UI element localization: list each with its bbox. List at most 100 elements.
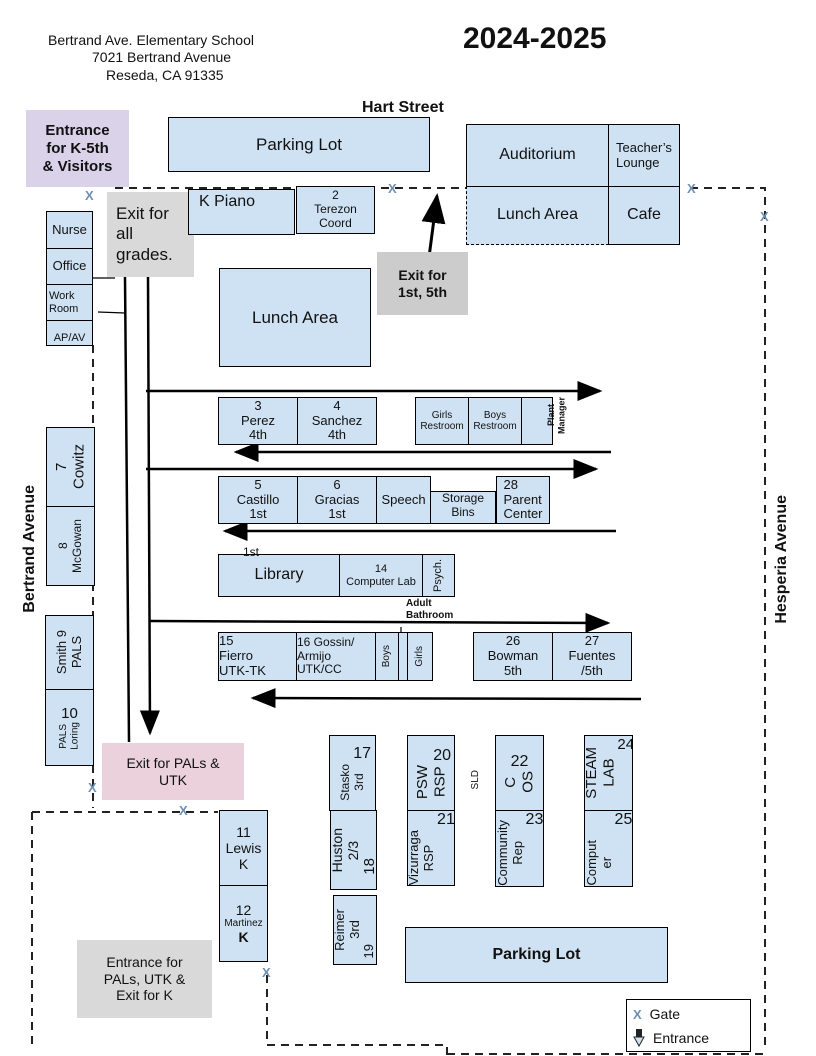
smith-label: Smith 9 PALS xyxy=(53,630,84,675)
path-arrow-south xyxy=(139,276,160,736)
room-19-reimer: Reimer 3rd 19 xyxy=(333,895,377,965)
girls-bathroom: Girls xyxy=(407,632,433,681)
psw-label: PSW RSP xyxy=(413,765,448,800)
boys-bathroom: Boys xyxy=(375,632,399,681)
speech: Speech xyxy=(376,476,431,524)
plant-manager-room xyxy=(521,397,553,445)
room-8-mcgowan: 8 McGowan xyxy=(46,506,95,586)
room-28-parent-center: 28 Parent Center xyxy=(496,476,550,524)
room-25-computer: Comput er 25 xyxy=(584,810,633,887)
room-16-gossin-armijo: 16 Gossin/ Armijo UTK/CC xyxy=(296,632,376,681)
room-23-community-rep: Community Rep 23 xyxy=(495,810,544,887)
cowitz-label: 7 Cowitz xyxy=(53,444,88,490)
room-2-terezon: 2 Terezon Coord xyxy=(296,186,375,234)
room-24-steam-lab: STEAM LAB 24 xyxy=(584,735,633,811)
computer-number: 25 xyxy=(614,811,633,828)
gate-icon: X xyxy=(760,209,769,224)
room-5-castillo: 5 Castillo 1st xyxy=(218,476,298,524)
cos-label: C OS xyxy=(502,771,537,794)
entrance-arrow-icon xyxy=(633,1029,645,1047)
room-26-bowman: 26 Bowman 5th xyxy=(473,632,553,681)
auditorium: Auditorium xyxy=(466,124,609,187)
psw-number: 20 xyxy=(433,746,451,764)
girls-label: Girls xyxy=(414,646,426,667)
teachers-lounge: Teacher’s Lounge xyxy=(608,124,680,187)
school-year: 2024-2025 xyxy=(463,22,607,55)
reimer-number: 19 xyxy=(361,943,377,958)
girls-restroom: Girls Restroom xyxy=(415,397,469,445)
stasko-number: 17 xyxy=(353,745,371,763)
room-14-computer-lab: 14 Computer Lab xyxy=(339,554,423,597)
legend-entrance-label: Entrance xyxy=(653,1030,710,1046)
gate-icon: X xyxy=(179,803,188,818)
entrance-k5-visitors: Entrance for K-5th & Visitors xyxy=(26,110,129,187)
gate-icon: X xyxy=(262,965,271,980)
room-17-stasko: 17 Stasko 3rd xyxy=(329,735,376,811)
exit-pals-utk: Exit for PALs & UTK xyxy=(102,743,244,800)
cos-number: 22 xyxy=(510,752,529,770)
school-name: Bertrand Ave. Elementary School xyxy=(48,32,254,48)
plant-manager-label: Plant Manager xyxy=(546,397,567,435)
gate-icon: X xyxy=(388,181,397,196)
gate-icon: X xyxy=(88,780,97,795)
community-number: 23 xyxy=(525,811,544,828)
vizurraga-number: 21 xyxy=(437,811,455,828)
path-arrow-row3-east xyxy=(149,612,611,633)
room-20-psw: 20 PSW RSP xyxy=(407,735,455,811)
computer-label: Comput er xyxy=(584,840,614,886)
office: Office xyxy=(46,248,93,285)
gate-icon: X xyxy=(633,1006,642,1022)
parking-lot-south: Parking Lot xyxy=(405,927,668,983)
k-piano: K Piano xyxy=(188,189,295,235)
martinez-number: 12 xyxy=(235,901,252,918)
room-7-cowitz: 7 Cowitz xyxy=(46,427,95,507)
exit-1st-5th: Exit for 1st, 5th xyxy=(377,252,468,315)
boys-restroom: Boys Restroom xyxy=(468,397,522,445)
room-4-sanchez: 4 Sanchez 4th xyxy=(297,397,377,445)
martinez-label: Martinez xyxy=(224,917,263,929)
psych-label: Psych. xyxy=(432,558,445,592)
room-18-huston: Huston 2/3 18 xyxy=(330,810,377,890)
library: Library xyxy=(218,554,340,597)
legend: X Gate Entrance xyxy=(626,999,751,1052)
work-room: Work Room xyxy=(46,284,93,321)
community-label: Community Rep xyxy=(495,820,525,886)
legend-gate-label: Gate xyxy=(649,1006,681,1022)
path-arrow-row4-west xyxy=(250,688,642,709)
room-12-martinez: 12 Martinez K xyxy=(219,885,268,962)
boys-label: Boys xyxy=(381,645,393,668)
exit-all-grades: Exit for all grades. xyxy=(107,192,194,277)
reimer-label: Reimer 3rd xyxy=(333,909,362,951)
martinez-grade: K xyxy=(238,929,249,946)
cafe: Cafe xyxy=(608,186,680,245)
steam-label: STEAM LAB xyxy=(584,747,618,799)
gate-icon: X xyxy=(85,188,94,203)
mcgowan-label: 8 McGowan xyxy=(55,518,84,574)
room-22-cos: 22 C OS xyxy=(495,735,544,811)
room-21-vizurraga: Vizurraga RSP 21 xyxy=(407,810,455,886)
room-10-loring: 10 PALS Loring xyxy=(45,689,94,766)
room-11-lewis: 11 Lewis K xyxy=(219,810,268,886)
path-line-west xyxy=(123,276,131,743)
loring-number: 10 xyxy=(61,704,78,722)
adult-bathroom-label: Adult Bathroom xyxy=(406,598,454,621)
psych: Psych. xyxy=(422,554,455,597)
room-3-perez: 3 Perez 4th xyxy=(218,397,298,445)
school-address-line2: Reseda, CA 91335 xyxy=(106,67,224,83)
ap-av: AP/AV xyxy=(46,320,93,346)
street-hart: Hart Street xyxy=(362,99,444,116)
library-1st-label: 1st xyxy=(243,545,260,559)
steam-number: 24 xyxy=(617,736,633,753)
nurse: Nurse xyxy=(46,211,93,249)
storage-bins: Storage Bins xyxy=(430,491,496,524)
room-9-smith: Smith 9 PALS xyxy=(45,615,94,690)
huston-label: Huston 2/3 xyxy=(330,827,361,873)
lunch-area: Lunch Area xyxy=(219,268,371,367)
school-address-line1: 7021 Bertrand Avenue xyxy=(92,49,232,65)
lunch-area-north: Lunch Area xyxy=(466,186,609,245)
huston-number: 18 xyxy=(360,858,377,875)
entrance-pals-utk: Entrance for PALs, UTK & Exit for K xyxy=(77,940,212,1018)
room-27-fuentes: 27 Fuentes /5th xyxy=(552,632,632,681)
parking-lot-north: Parking Lot xyxy=(168,117,430,172)
stasko-label: Stasko 3rd xyxy=(337,763,366,801)
